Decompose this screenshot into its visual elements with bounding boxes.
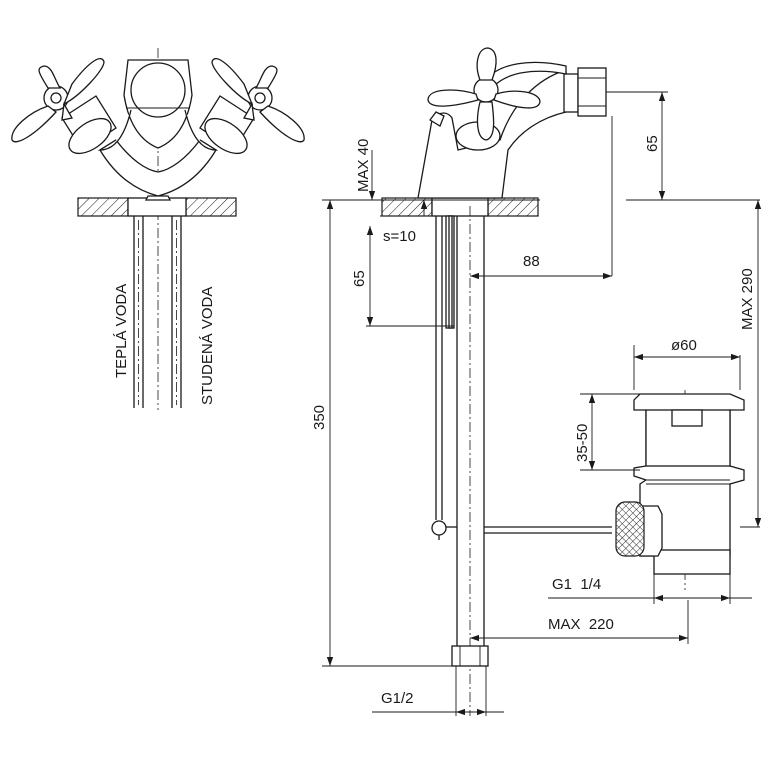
dim-g1-1-4: G1 1/4 bbox=[552, 576, 601, 593]
drain-assembly bbox=[615, 390, 745, 590]
dim-350: 350 bbox=[311, 405, 328, 430]
dim-max-40: MAX 40 bbox=[355, 139, 372, 192]
front-supply-pipes bbox=[133, 216, 182, 408]
dim-max-290: MAX 290 bbox=[739, 268, 756, 330]
side-supply-tube bbox=[431, 206, 612, 716]
dim-g1-2: G1/2 bbox=[381, 690, 414, 707]
cold-water-label: STUDENÁ VODA bbox=[199, 287, 216, 405]
side-faucet-body bbox=[417, 47, 607, 199]
side-countertop bbox=[381, 197, 539, 217]
right-handle bbox=[199, 58, 305, 155]
dim-s-10: s=10 bbox=[383, 228, 416, 245]
dim-max-220: MAX 220 bbox=[548, 616, 614, 633]
dim-65-rod: 65 bbox=[351, 270, 368, 287]
dim-65-top: 65 bbox=[644, 135, 661, 152]
left-handle bbox=[11, 58, 117, 155]
front-faucet-body bbox=[97, 59, 219, 201]
front-countertop bbox=[77, 197, 237, 217]
dim-35-50: 35-50 bbox=[574, 424, 591, 462]
hot-water-label: TEPLÁ VODA bbox=[113, 284, 130, 378]
dim-dia-60: ø60 bbox=[671, 337, 697, 354]
dim-88: 88 bbox=[523, 253, 540, 270]
front-view: TEPLÁ VODA STUDENÁ VODA bbox=[11, 48, 305, 410]
side-view: MAX 40 s=10 65 88 65 MAX 290 350 ø60 35-… bbox=[311, 47, 762, 716]
